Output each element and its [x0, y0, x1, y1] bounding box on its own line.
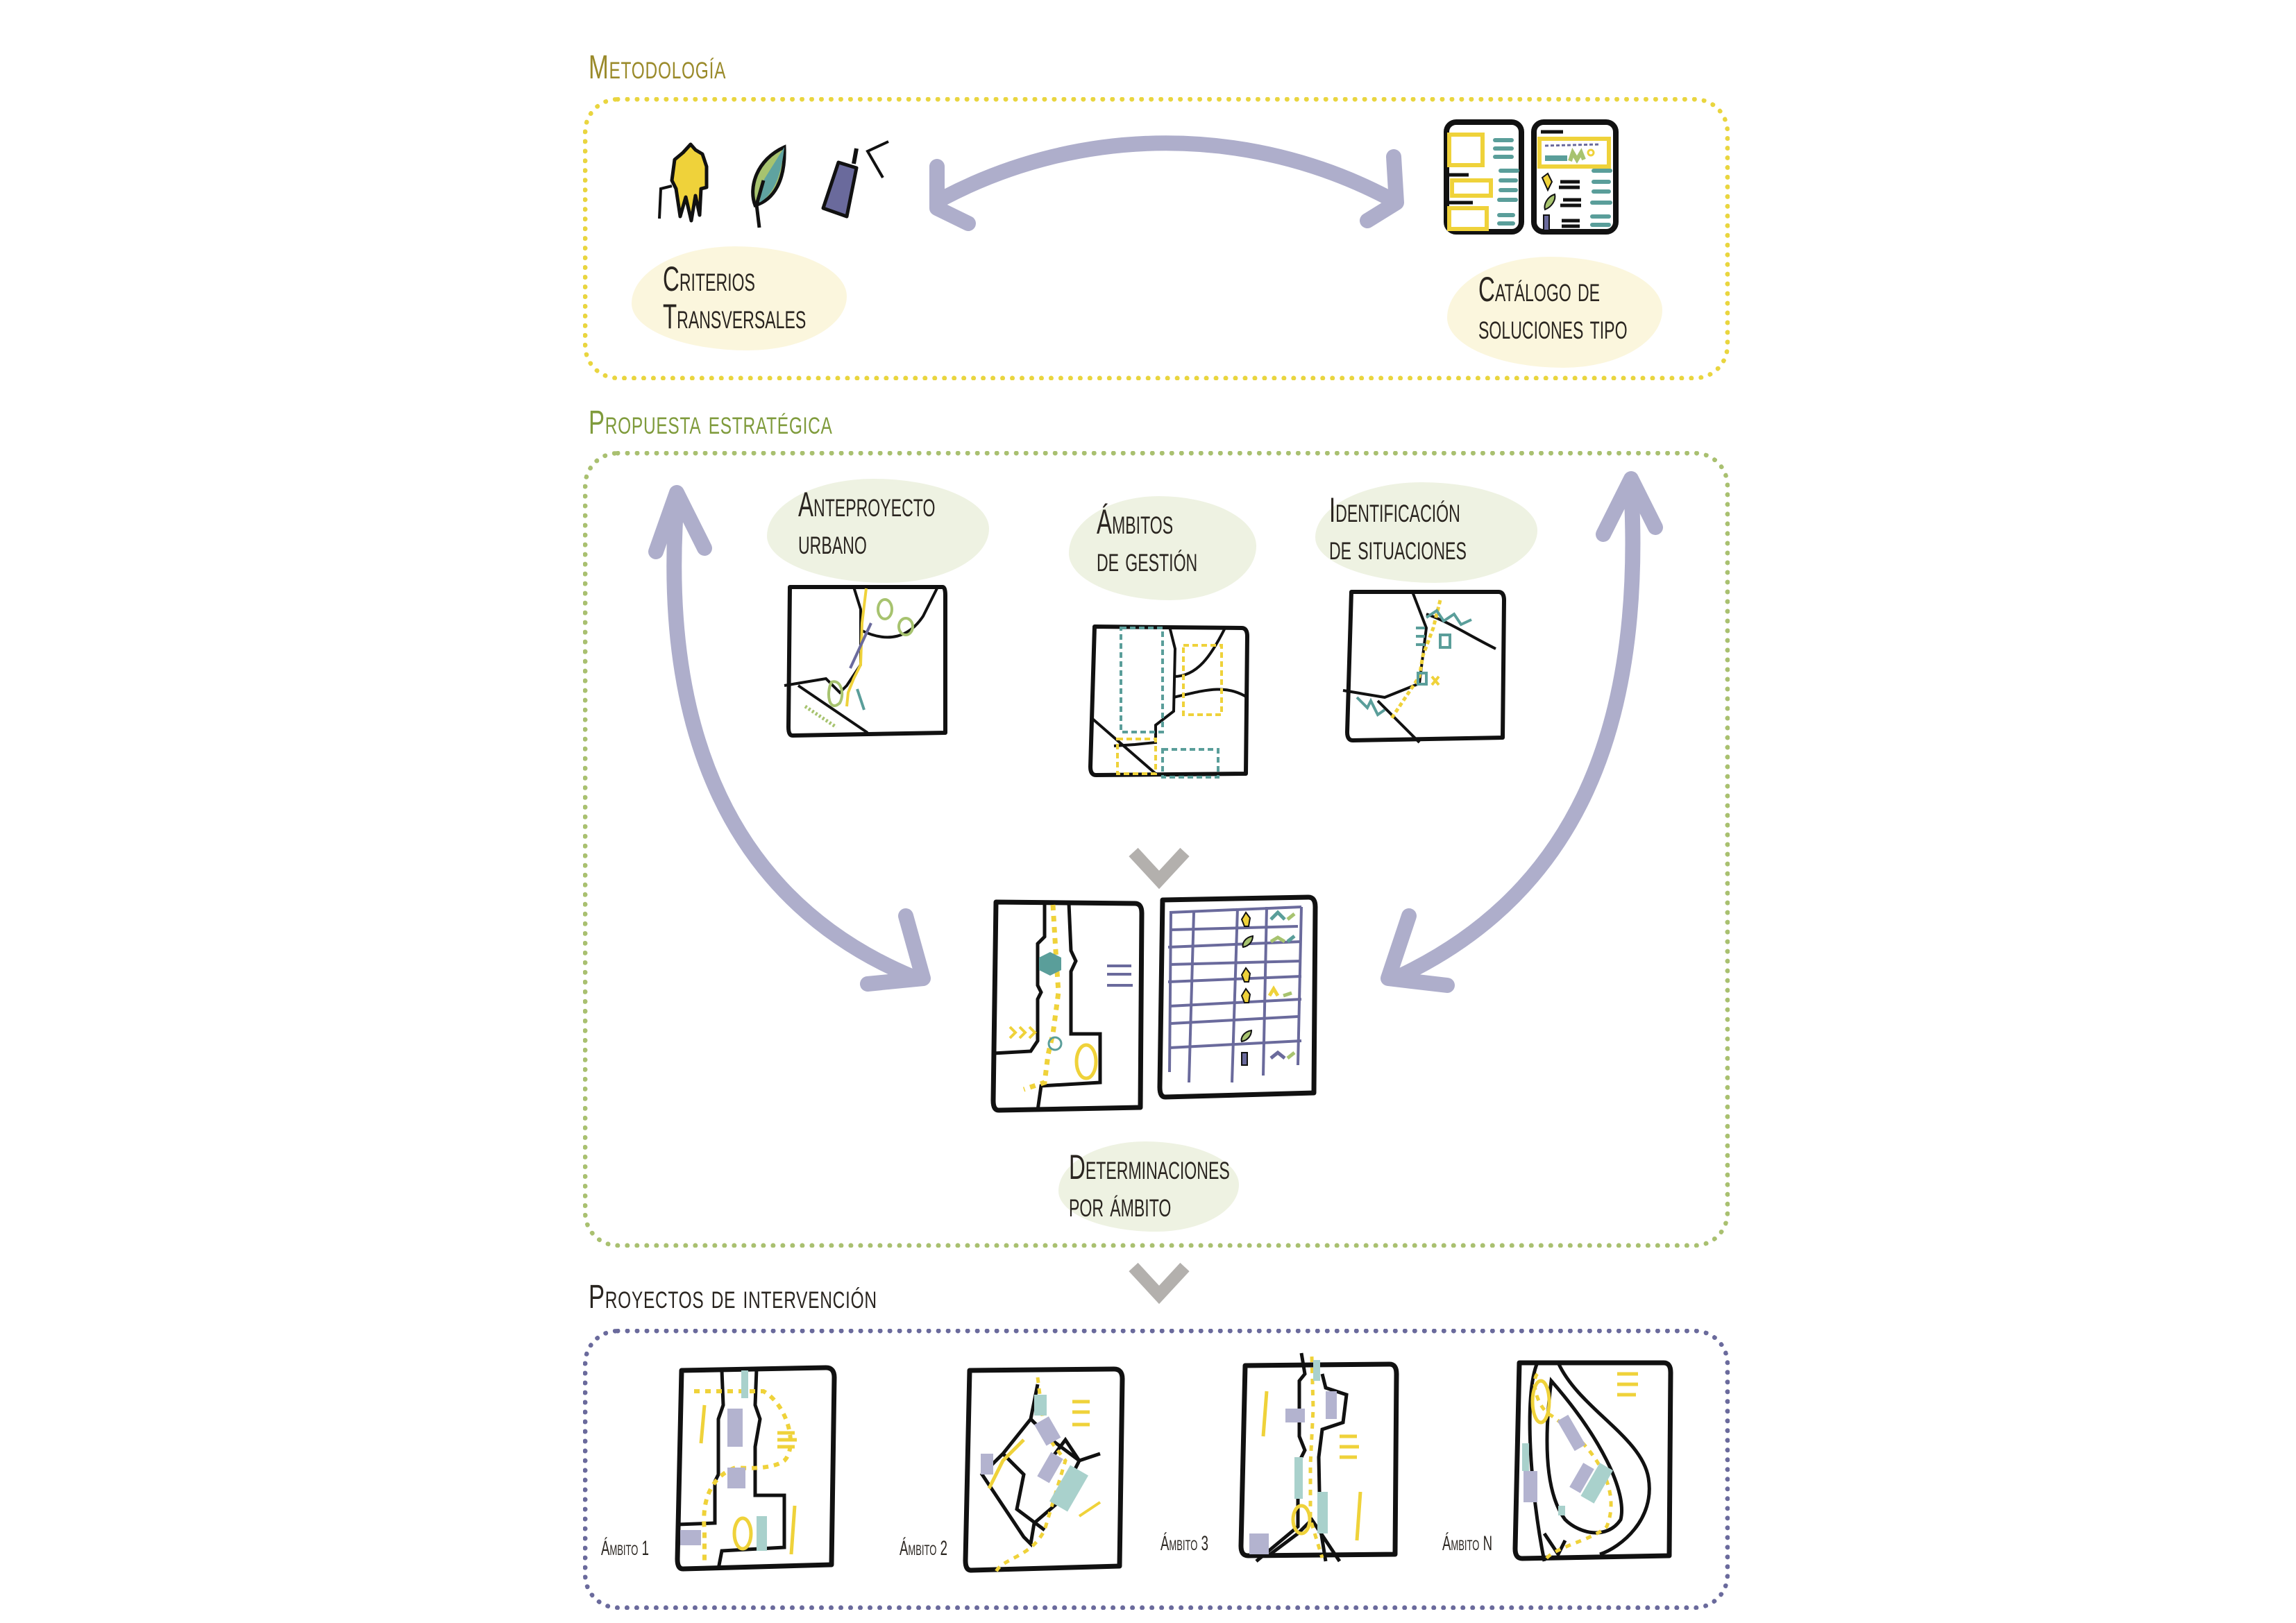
criteria-icons: [658, 140, 889, 228]
catalogo-blob: [1447, 257, 1662, 368]
result-line2: por ámbito: [1069, 1185, 1172, 1224]
map-identificacion: [1342, 590, 1506, 744]
step-identificacion-line2: de situaciones: [1329, 528, 1467, 567]
map-ambito-2: [963, 1366, 1125, 1573]
propuesta-frame: [583, 451, 1730, 1248]
result-line1: Determinaciones: [1069, 1148, 1230, 1187]
person-icon: [658, 142, 709, 223]
ambito-label-3: Ámbito 3: [1160, 1532, 1208, 1555]
catalogo-label: Catálogo de soluciones tipo: [1478, 271, 1628, 346]
table-determinaciones: [1157, 894, 1318, 1100]
map-ambito-3: [1238, 1352, 1399, 1563]
step-ambitos-line1: Ámbitos: [1097, 502, 1174, 541]
step-ambitos-line2: de gestión: [1097, 540, 1198, 579]
criterios-label: Criterios Transversales: [663, 260, 806, 335]
step-anteproyecto-line1: Anteproyecto: [798, 485, 936, 524]
step-ambitos-label: Ámbitos de gestión: [1097, 503, 1197, 578]
step-ambitos-blob: [1069, 496, 1256, 600]
ambito-label-2: Ámbito 2: [900, 1537, 947, 1560]
step-anteproyecto-line2: urbano: [798, 522, 867, 561]
step-anteproyecto-blob: [767, 479, 989, 583]
table-criteria-icons: [1240, 911, 1254, 1066]
ambito-label-n: Ámbito N: [1442, 1532, 1493, 1555]
metodologia-double-arrow: [929, 135, 1404, 231]
step-identificacion-blob: [1315, 482, 1537, 583]
leaf-icon: [751, 144, 786, 228]
criterios-line1: Criterios: [663, 260, 755, 298]
map-ambito-n: [1512, 1360, 1673, 1563]
proyectos-frame: [583, 1329, 1730, 1610]
ambito-label-1: Ámbito 1: [601, 1537, 649, 1560]
step-identificacion-label: Identificación de situaciones: [1329, 491, 1467, 566]
criterios-line2: Transversales: [663, 297, 807, 336]
catalog-booklet-icon: [1444, 119, 1619, 235]
spray-can-icon: [821, 140, 889, 219]
result-label: Determinaciones por ámbito: [1069, 1148, 1230, 1223]
section-title-metodologia: Metodología: [589, 49, 727, 86]
section-title-propuesta: Propuesta estratégica: [589, 405, 833, 441]
step-anteproyecto-label: Anteproyecto urbano: [798, 486, 935, 561]
catalogo-line1: Catálogo de: [1478, 270, 1601, 309]
metodologia-frame: [583, 97, 1730, 380]
criterios-blob: [632, 246, 847, 350]
map-ambito-1: [675, 1365, 837, 1572]
chevron-down-icon-2: [1129, 1262, 1190, 1305]
map-ambitos: [1088, 624, 1249, 779]
map-determinaciones: [990, 899, 1145, 1113]
result-blob: [1058, 1141, 1239, 1232]
step-identificacion-line1: Identificación: [1329, 491, 1460, 529]
chevron-down-icon: [1129, 847, 1190, 890]
catalogo-line2: soluciones tipo: [1478, 307, 1628, 346]
section-title-proyectos: Proyectos de intervención: [589, 1279, 877, 1316]
map-anteproyecto: [784, 585, 947, 738]
